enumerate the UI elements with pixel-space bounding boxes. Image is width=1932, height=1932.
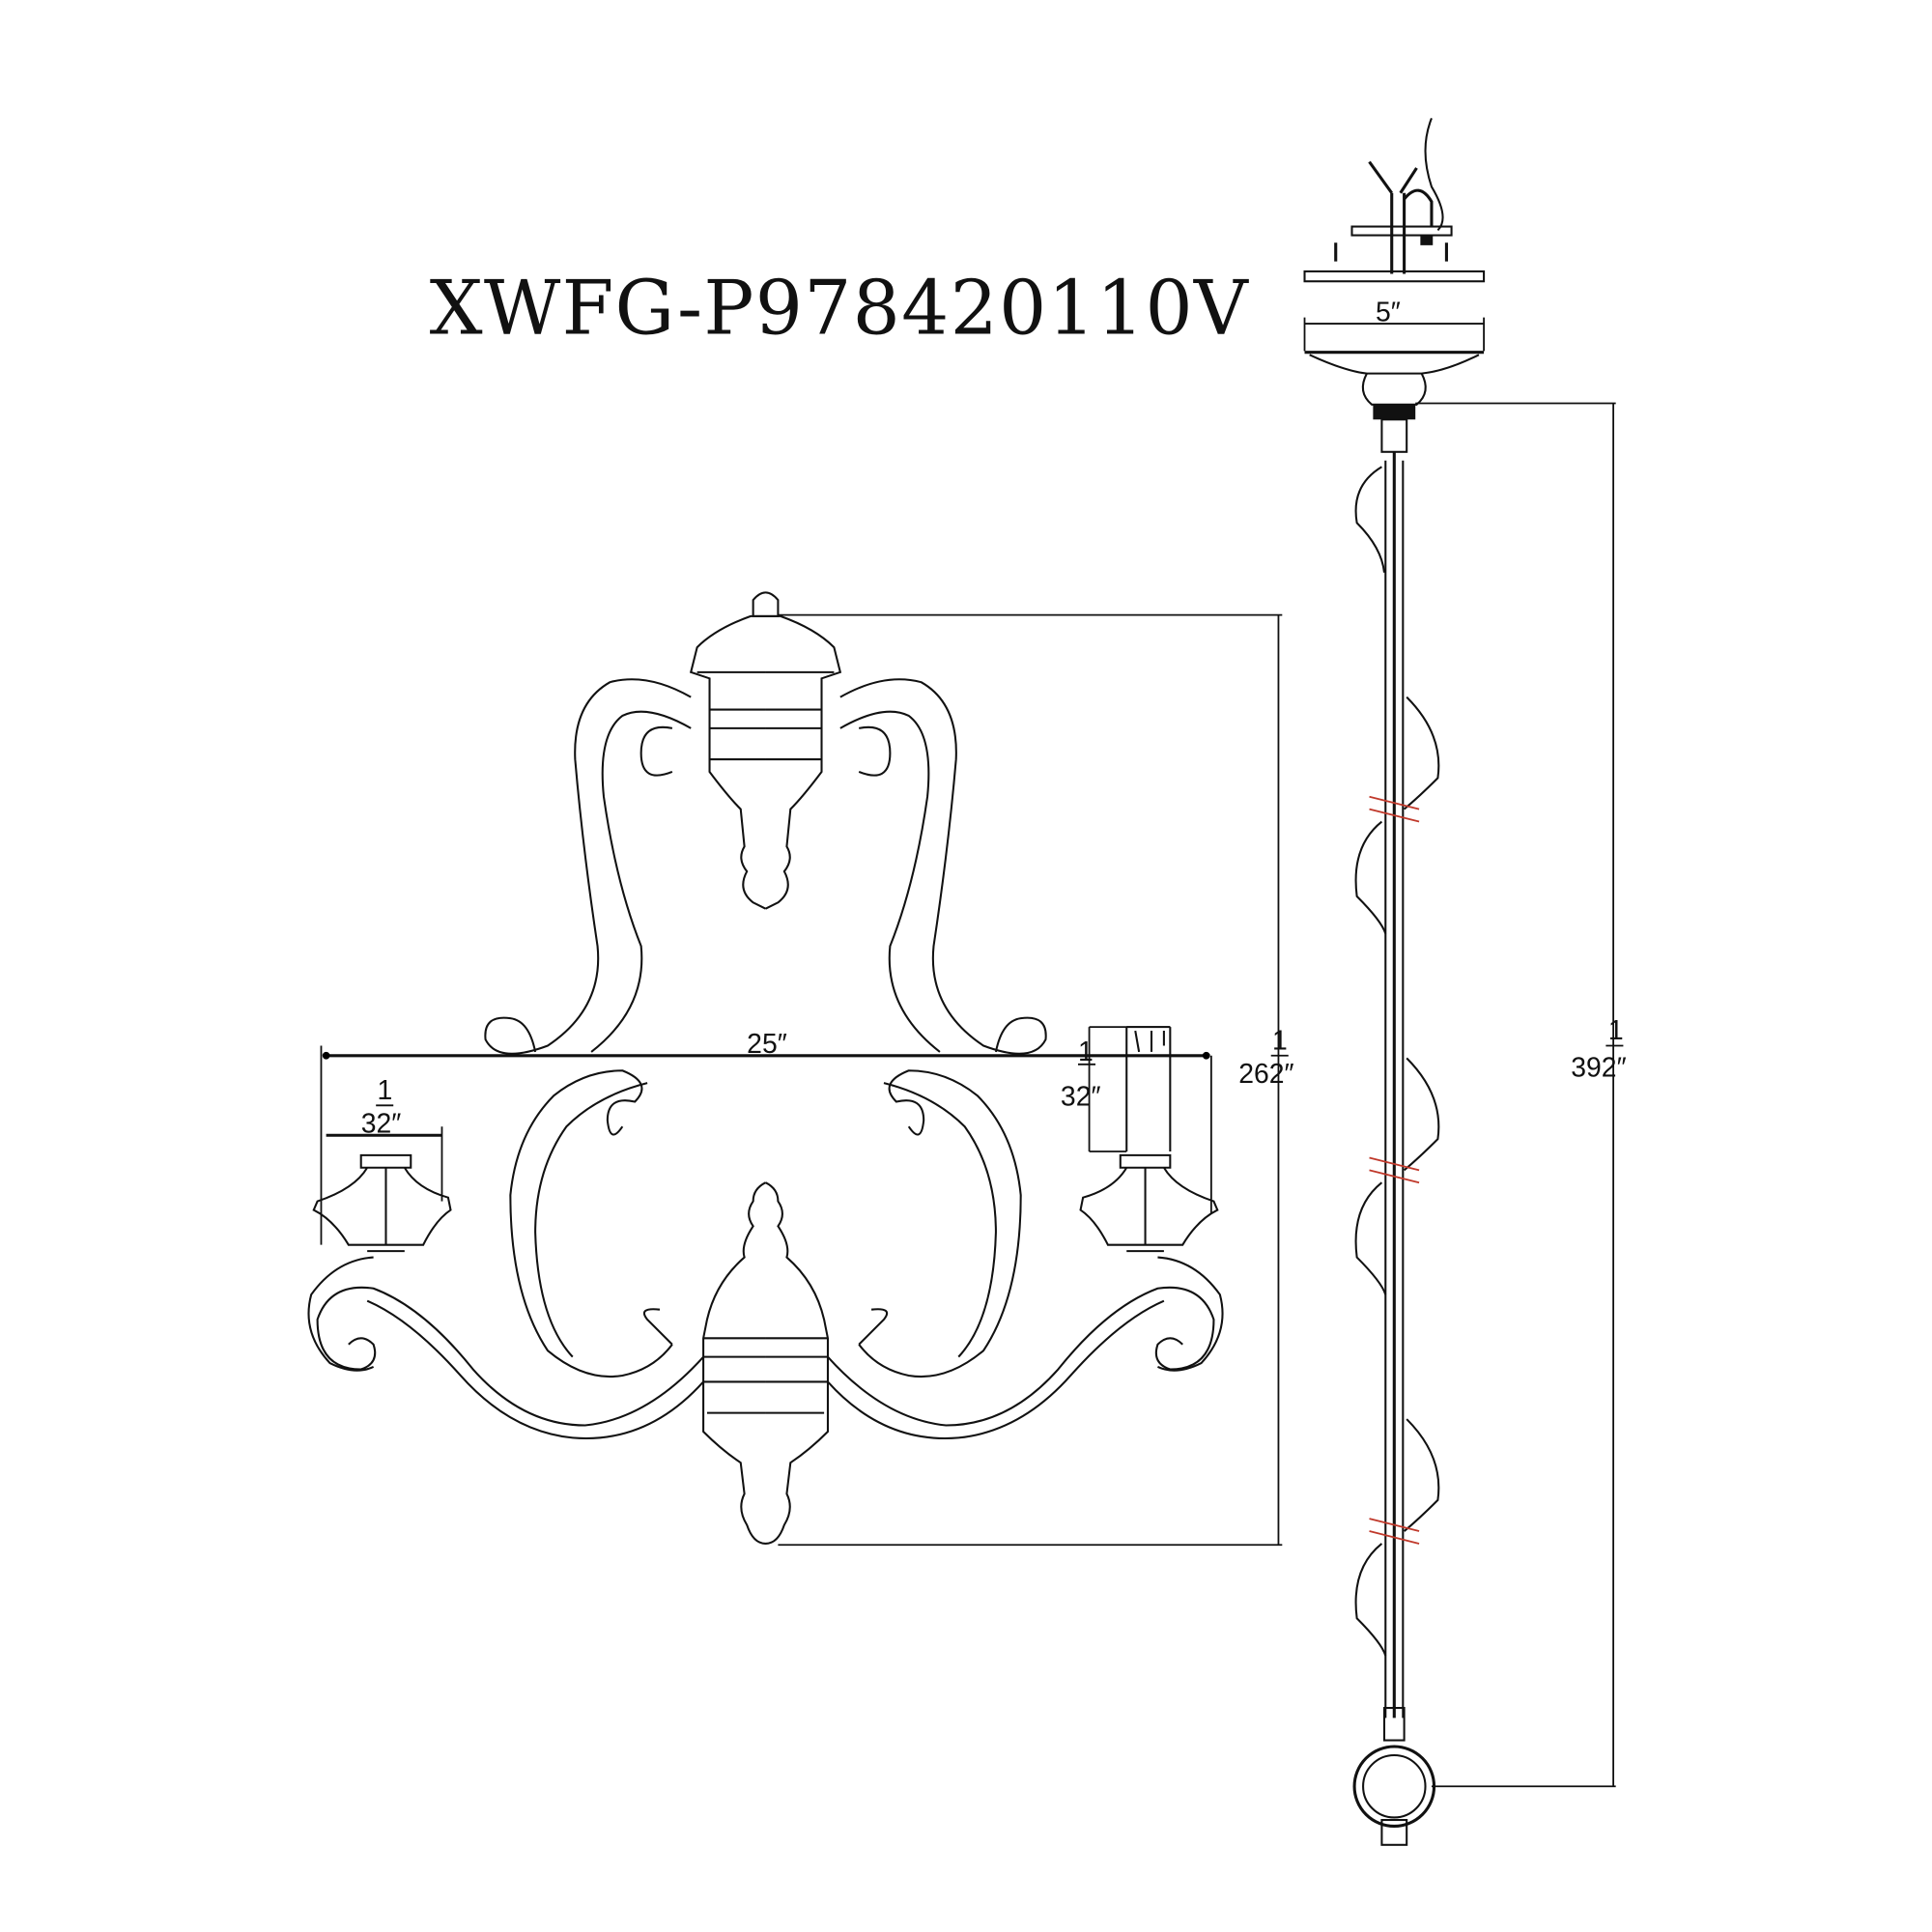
cup-left-numerator: 1 — [377, 1075, 392, 1106]
chandelier-body — [307, 591, 1224, 1545]
overall-height-numerator: 1 — [1608, 1015, 1624, 1046]
model-number: XWFG-P978420110V — [430, 265, 1249, 352]
chandelier-right-half — [765, 614, 1224, 1545]
cup-right-denominator: 32″ — [1061, 1081, 1101, 1112]
body-height-numerator: 1 — [1272, 1025, 1288, 1056]
loop-ring — [1352, 1745, 1436, 1829]
canopy-width-label: 5″ — [1376, 297, 1401, 327]
cup-right-numerator: 1 — [1078, 1037, 1094, 1067]
overall-height-denominator: 392″ — [1571, 1053, 1626, 1084]
dimension-cup-right: 1 32″ — [1061, 1026, 1171, 1152]
candle-sleeve — [1125, 1026, 1172, 1152]
chandelier-left-half — [307, 591, 780, 1545]
dimension-body-height: 1 262″ — [778, 613, 1294, 1547]
dimension-cup-left: 1 32″ — [326, 1075, 443, 1202]
dimension-width: 25″ — [320, 1029, 1212, 1245]
chain-break-marks — [1369, 795, 1420, 1545]
canopy: 5″ — [1303, 118, 1486, 453]
chain — [1352, 451, 1440, 1846]
chain-loops — [1354, 466, 1440, 1657]
dimension-overall-height: 1 392″ — [1415, 402, 1627, 1788]
width-label: 25″ — [747, 1029, 787, 1060]
body-height-denominator: 262″ — [1238, 1059, 1293, 1090]
cup-left-denominator: 32″ — [361, 1109, 402, 1140]
